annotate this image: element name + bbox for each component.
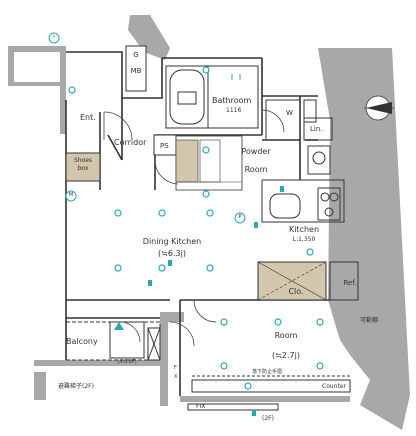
closet (257, 261, 327, 301)
entrance-area (65, 45, 177, 182)
ceiling-lights (68, 66, 324, 390)
markers (48, 32, 246, 224)
washer-linen (265, 99, 333, 175)
outlets (114, 186, 284, 416)
compass-icon (364, 95, 394, 121)
refrigerator (329, 261, 359, 301)
bathroom-fixtures (165, 65, 259, 129)
door-swings (103, 109, 285, 347)
balcony (65, 321, 161, 361)
powder-room-floor (175, 135, 243, 191)
kitchen-counter (261, 179, 345, 223)
interior-walls (65, 51, 330, 396)
room-counter (187, 375, 351, 411)
exterior-walls (8, 15, 410, 430)
